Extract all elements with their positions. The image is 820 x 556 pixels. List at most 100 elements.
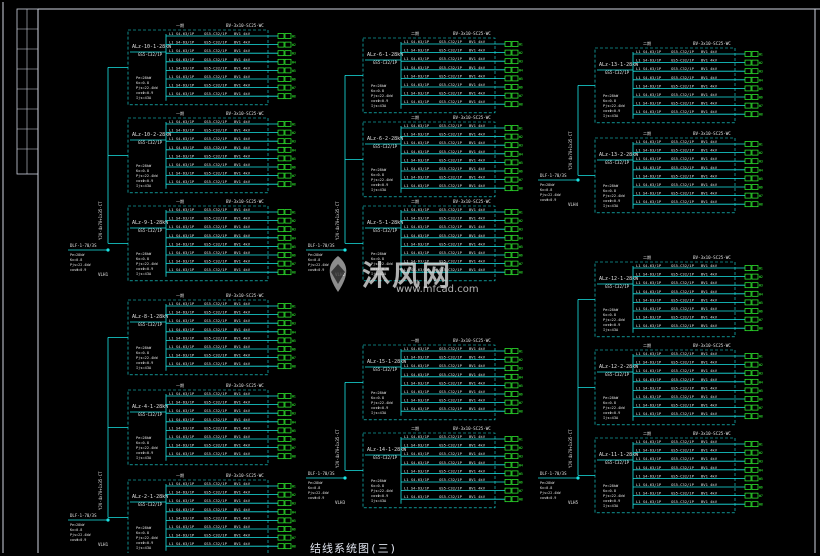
branch-rcd-label: GS5-C32/1P [439,216,463,221]
branch-cable-label: BV1 4kV [701,83,718,88]
load-tag-label: W2 [292,219,296,223]
branch-cable-label: BV1 4kV [469,123,486,128]
branch-breaker-label: L1 S4-63/1P [169,31,195,36]
branch-cable-label: BV1 4kV [469,73,486,78]
load-tag [744,192,752,199]
branch-cable-label: BV1 4kV [701,473,718,478]
panel-id-label: ALz-4-1-28kW [132,404,169,410]
branch-breaker-label: L1 S4-63/1P [169,498,195,503]
branch-breaker-label: L1 S4-63/1P [404,48,430,53]
load-tag-label: W7 [519,489,523,493]
branch-breaker-label: L1 S4-63/1P [169,318,195,323]
panel-bus-label: BV-3x10-SC25-WC [453,426,491,431]
load-tag [744,387,752,394]
load-tag-label: W3 [759,372,763,376]
load-tag-label: W8 [519,103,523,107]
branch-rcd-label: GS5-C32/1P [204,344,228,349]
load-tag-label: W5 [519,245,523,249]
load-tag [744,316,752,323]
branch-cable-label: BV1 4kV [234,145,251,150]
junction-dot [343,476,347,480]
load-tag-label: W6 [759,96,763,100]
panel-load-value: cosΦ=0.9 [603,109,620,113]
branch-rcd-label: GS5-C32/1P [439,346,463,351]
panel-load-value: Kx=0.8 [603,489,616,493]
branch-cable-label: BV1 4kV [701,368,718,373]
branch-breaker-label: L1 S4-63/1P [169,259,195,264]
branch-cable-label: BV1 4kV [701,92,718,97]
branch-rcd-label: GS5-C32/1P [671,482,695,487]
load-tag-label: W6 [759,486,763,490]
load-tag [751,201,759,208]
panel-load-value: Ijs=43A [603,114,619,118]
load-tag [277,401,285,408]
branch-breaker-label: L1 S4-63/1P [169,443,195,448]
panel-load-value: Kx=0.8 [371,257,384,261]
branch-breaker-label: L1 S4-63/1P [404,149,430,154]
load-tag-label: W2 [292,43,296,47]
panel-load-value: cosΦ=0.9 [371,183,388,187]
feeder-breaker-label: DLF-1-70/3S [308,243,335,248]
load-tag [511,496,519,503]
branch-cable-label: BV1 4kV [234,327,251,332]
branch-rcd-label: GS5-C32/1P [671,191,695,196]
load-tag [511,444,519,451]
load-tag [744,466,752,473]
load-tag-label: W2 [519,51,523,55]
panel-phase-label: 二期 [411,198,419,204]
branch-breaker-label: L1 S4-63/1P [404,372,430,377]
branch-rcd-label: GS5-C32/1P [671,165,695,170]
load-tag-label: W7 [759,318,763,322]
panel-load-value: Ijs=43A [371,272,387,276]
load-tag-label: W4 [292,60,296,64]
branch-cable-label: BV1 4kV [469,355,486,360]
branch-rcd-label: GS5-C32/1P [204,400,228,405]
branch-breaker-label: L1 S4-63/1P [404,250,430,255]
branch-cable-label: BV1 4kV [234,310,251,315]
branch-rcd-label: GS5-C32/1P [439,48,463,53]
panel-load-value: Ijs=43A [136,456,152,460]
branch-cable-label: BV1 4kV [701,351,718,356]
load-tag [277,84,285,91]
load-tag [744,175,752,182]
branch-rcd-label: GS5-C32/1P [204,507,228,512]
panel-load-value: cosΦ=0.9 [136,541,153,545]
load-tag-label: W7 [759,104,763,108]
branch-breaker-label: L1 S4-63/1P [404,99,430,104]
branch-rcd-label: GS5-C32/1P [671,448,695,453]
branch-cable-label: BV1 4kV [234,515,251,520]
load-tag [284,337,292,344]
branch-breaker-label: L1 S4-63/1P [169,119,195,124]
branch-cable-label: BV1 4kV [234,224,251,229]
load-tag [504,159,512,166]
panel-load-value: cosΦ=0.9 [136,361,153,365]
load-tag-label: W3 [759,284,763,288]
branch-breaker-label: L1 S4-63/1P [169,48,195,53]
load-tag [277,427,285,434]
panel-load-value: Pjs=22.4kW [371,401,393,405]
branch-rcd-label: GS5-C32/1P [204,498,228,503]
load-tag [504,260,512,267]
load-tag [277,33,285,39]
panel-main-breaker: GS5-C32/1P [138,140,163,145]
load-tag [744,325,752,332]
load-tag [284,121,292,127]
panel-phase-label: 一期 [176,22,184,28]
branch-cable-label: BV1 4kV [701,139,718,144]
load-tag-label: W1 [519,127,523,131]
panel-load-value: Ijs=43A [136,96,152,100]
branch-rcd-label: GS5-C32/1P [439,73,463,78]
load-tag [744,484,752,490]
panel-load-value: Ijs=43A [371,104,387,108]
branch-breaker-label: L1 S4-63/1P [636,448,662,453]
load-tag-label: W2 [292,131,296,135]
load-tag [511,150,519,157]
branch-cable-label: BV1 4kV [234,207,251,212]
feeder-load-value: cosΦ=0.9 [540,198,556,202]
load-tag-label: W3 [759,460,763,464]
load-tag [751,59,759,66]
branch-rcd-label: GS5-C32/1P [671,156,695,161]
load-tag [751,282,759,289]
load-tag [511,101,519,108]
